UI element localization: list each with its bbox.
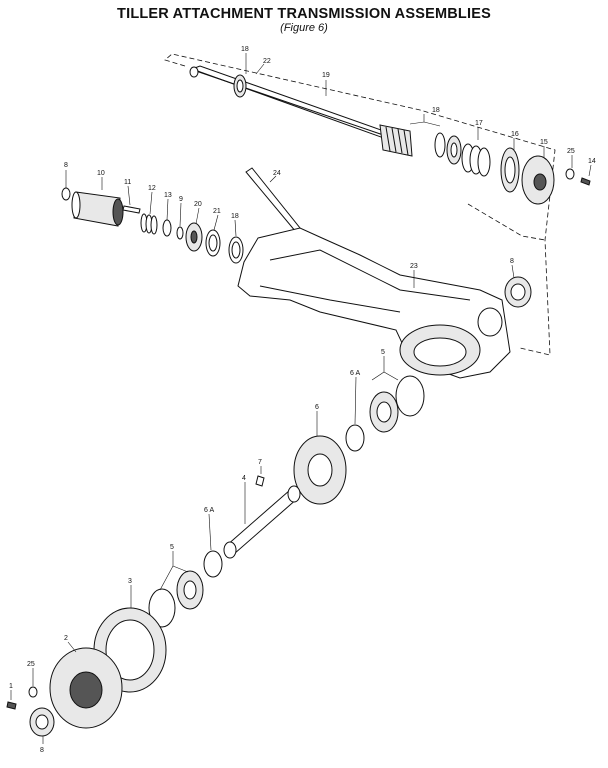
bearing-21 [205, 229, 221, 257]
ring-6a-lower [203, 550, 223, 578]
callout-4: 4 [242, 475, 246, 482]
bearing-18-right [434, 132, 462, 165]
callout-24: 24 [273, 170, 281, 177]
gasket-16 [500, 147, 520, 193]
callout-10: 10 [97, 170, 105, 177]
cover-2 [49, 647, 123, 729]
figure-subtitle: (Figure 6) [280, 22, 328, 34]
ring-6a-upper [345, 424, 365, 452]
bearing-18-left [233, 74, 247, 98]
spring-17 [461, 143, 491, 177]
callout-15: 15 [540, 139, 548, 146]
callout-25-bottom: 25 [27, 661, 35, 668]
callout-25-top: 25 [567, 148, 575, 155]
callout-13: 13 [164, 192, 172, 199]
callout-8-bottom: 8 [40, 747, 44, 754]
seal-8-right [504, 276, 532, 308]
dipstick-24 [245, 167, 301, 233]
callout-20: 20 [194, 201, 202, 208]
callout-7: 7 [258, 459, 262, 466]
ring-9 [176, 226, 184, 240]
bearing-5-upper [369, 375, 425, 433]
callout-17: 17 [475, 120, 483, 127]
collar-10 [71, 191, 124, 227]
ring-8-left [61, 187, 71, 201]
worm-gear [379, 124, 413, 157]
housing-23 [237, 227, 511, 379]
callout-9: 9 [179, 196, 183, 203]
seal-8-bottom [29, 707, 55, 737]
callout-6a-lower: 6 A [204, 507, 214, 514]
nut-25-top [565, 168, 575, 180]
screw-1 [6, 701, 17, 710]
shaft-19 [189, 65, 399, 142]
callout-16: 16 [511, 131, 519, 138]
screw-14 [580, 177, 591, 186]
callout-19: 19 [322, 72, 330, 79]
bearing-5-lower [148, 570, 204, 628]
washer-13 [162, 219, 172, 237]
callout-5-lower: 5 [170, 544, 174, 551]
nut-25-bottom [28, 686, 38, 698]
gear-6 [293, 435, 347, 505]
gear-20 [185, 222, 203, 252]
figure-title: TILLER ATTACHMENT TRANSMISSION ASSEMBLIE… [117, 6, 491, 22]
callout-6: 6 [315, 404, 319, 411]
callout-14: 14 [588, 158, 596, 165]
callout-8-right: 8 [510, 258, 514, 265]
key-7 [255, 475, 265, 487]
leader-lines [10, 53, 592, 744]
callout-1: 1 [9, 683, 13, 690]
callout-23: 23 [410, 263, 418, 270]
shaft-4 [223, 485, 301, 559]
callout-18-top: 18 [241, 46, 249, 53]
callout-11: 11 [124, 179, 131, 186]
callout-22: 22 [263, 58, 271, 65]
bearing-18-mid [228, 236, 244, 264]
assembly-boundary-link [467, 203, 546, 241]
callout-3: 3 [128, 578, 132, 585]
assembly-boundary [164, 53, 556, 356]
callout-12: 12 [148, 185, 156, 192]
callout-5-upper: 5 [381, 349, 385, 356]
callout-8-left: 8 [64, 162, 68, 169]
pin-11 [122, 205, 141, 214]
callout-2: 2 [64, 635, 68, 642]
callout-18-mid: 18 [231, 213, 239, 220]
callout-21: 21 [213, 208, 221, 215]
cap-15 [521, 155, 555, 205]
callout-6a-upper: 6 A [350, 370, 360, 377]
spring-12 [140, 213, 158, 235]
callout-18-right: 18 [432, 107, 440, 114]
